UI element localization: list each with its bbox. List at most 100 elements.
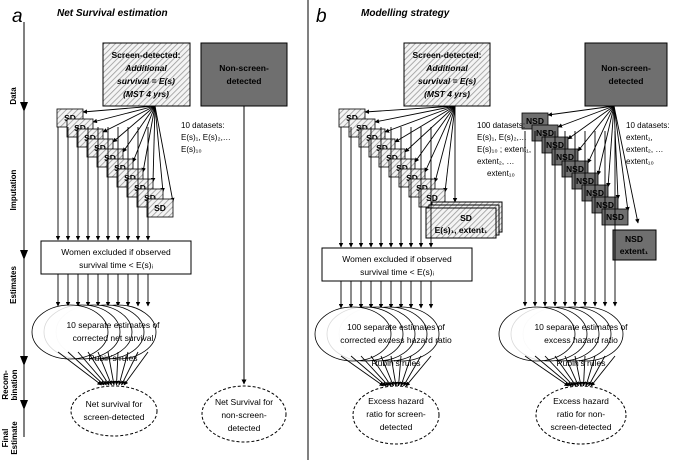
- panel-b-sd-fan-lines: [364, 105, 458, 203]
- panel-b-estimates-sd-2: corrected excess hazard ratio: [340, 335, 452, 345]
- panel-b-final-nsd-line-3: screen-detected: [551, 422, 612, 432]
- panel-b-nsd-fan-5: [587, 105, 615, 164]
- panel-b-datasets-note-nsd: 10 datasets: extent₁, extent₂, … extent₁…: [626, 121, 670, 166]
- panel-b-letter: b: [316, 6, 327, 27]
- panel-b-sd-fan-1: [364, 105, 456, 114]
- panel-b-nsd-estimates-ellipses: [498, 306, 624, 362]
- row-label-recombination-1: Recom-: [1, 370, 10, 400]
- panel-b-nsd-fan-lines: [547, 105, 640, 224]
- row-label-estimates: Estimates: [9, 266, 18, 304]
- panel-a-sd-small-label-4: SD: [94, 143, 106, 153]
- panel-b-sd-rec-arrow-10: [405, 355, 432, 387]
- panel-b-sd-small-label-1: SD: [346, 113, 358, 123]
- panel-b-sd-estimates-ellipses: [314, 306, 440, 362]
- panel-b-sd-estimate-arrows: [338, 281, 434, 309]
- panel-a-sd-small-label-6: SD: [114, 163, 126, 173]
- panel-b-nsd-rec-arrow-1: [524, 355, 569, 387]
- panel-b-sd-fan-7: [424, 105, 456, 173]
- panel-b-sd-ellipse-1: [314, 306, 392, 362]
- panel-a-sd-small-label-5: SD: [104, 153, 116, 163]
- panel-a-final-sd-line-1: Net survival for: [86, 399, 143, 409]
- panel-a-rec-arrow-6: [107, 351, 116, 386]
- panel-b-nsd-rec-arrow-4: [554, 355, 577, 387]
- panel-a-fan-10: [154, 105, 175, 203]
- panel-b-nsd-fan-9: [613, 105, 630, 212]
- panel-a-fan-3: [102, 105, 156, 133]
- panel-b-sd-fan-9: [443, 105, 456, 193]
- panel-a-fan-4: [112, 105, 156, 143]
- panel-b-estimates-nsd-1: 10 separate estimates of: [534, 322, 628, 332]
- panel-b-final-nsd-line-2: ratio for non-: [557, 409, 605, 419]
- panel-a-sd-small-label-2: SD: [74, 123, 86, 133]
- panel-b-sd-fan-5: [404, 105, 456, 153]
- panel-b-estimates-sd-1: 100 separate estimates of: [347, 322, 445, 332]
- panel-b-sd-last-line-2: E(s)₁, extent₁: [435, 225, 488, 235]
- panel-a-final-nsd: Net Survival for non-screen- detected: [201, 385, 287, 443]
- panel-b-nsd-last-line-1: NSD: [625, 234, 643, 244]
- panel-b-nsd-fan-2: [557, 105, 615, 128]
- panel-b-estimates-nsd-2: excess hazard ratio: [544, 335, 618, 345]
- panel-b-sd-fan-6: [414, 105, 456, 163]
- panel-b-nsd-recombination-arrows: [524, 355, 616, 387]
- panel-b-datasets-nsd-2: extent₁,: [626, 133, 653, 142]
- panel-a-nsd-line-1: Non-screen-: [219, 63, 269, 73]
- panel-a-letter: a: [12, 6, 23, 27]
- panel-b-nsd-rec-arrow-3: [544, 355, 574, 387]
- panel-b-nsd-line-2: detected: [609, 76, 644, 86]
- panel-b-exclusion-line-1: Women excluded if observed: [342, 254, 452, 264]
- panel-b: b Modelling strategy Screen-detected: Ad…: [314, 6, 670, 445]
- panel-a-sd-small-label-10: SD: [154, 203, 166, 213]
- panel-a-ellipse-1: [31, 304, 109, 360]
- panel-b-sd-rec-arrow-9: [403, 355, 422, 387]
- panel-b-sd-imputation-arrows: [338, 127, 434, 248]
- panel-b-sd-rec-arrow-4: [370, 355, 392, 387]
- panel-b-sd-recombination-arrows: [340, 355, 432, 387]
- panel-a-rec-arrow-9: [121, 351, 139, 386]
- panel-a-fan-6: [132, 105, 156, 163]
- panel-a-final-nsd-line-2: non-screen-: [221, 410, 267, 420]
- panel-b-sd-small-label-2: SD: [356, 123, 368, 133]
- panel-b-sd-small-label-4: SD: [376, 143, 388, 153]
- panel-b-nsd-imputation-arrows: [522, 131, 618, 307]
- panel-a-sd-small-box-10: [146, 198, 174, 218]
- panel-b-sd-box: Screen-detected: Additional survival = E…: [403, 42, 491, 107]
- panel-b-nsd-rec-arrow-6: [574, 355, 583, 387]
- panel-a-rec-arrow-10: [123, 351, 149, 386]
- panel-b-datasets-nsd-4: extent₁₀: [626, 157, 654, 166]
- panel-b-sd-fan-4: [394, 105, 456, 143]
- panel-b-nsd-rec-arrow-7: [581, 355, 586, 387]
- panel-b-final-sd-line-2: ratio for screen-: [366, 409, 426, 419]
- panel-a-sd-line-1: Screen-detected:: [112, 50, 181, 60]
- panel-b-sd-rec-arrow-6: [390, 355, 398, 387]
- panel-b-nsd-rec-arrow-5: [564, 355, 579, 387]
- panel-b-nsd-rec-arrow-9: [588, 355, 606, 387]
- panel-b-nsd-fan-1: [547, 105, 615, 117]
- panel-b-sd-last-box: SD E(s)₁, extent₁: [425, 201, 503, 239]
- panel-a-datasets-note: 10 datasets: E(s)₁, E(s)₂,… E(s)₁₀: [181, 121, 231, 154]
- panel-b-final-sd: Excess hazard ratio for screen- detected: [352, 385, 440, 445]
- panel-a-sd-line-4: (MST 4 yrs): [123, 89, 169, 99]
- panel-a-exclusion-box: Women excluded if observed survival time…: [40, 240, 192, 275]
- panel-b-rubins-nsd: Rubin’s rules: [557, 358, 606, 368]
- panel-a-final-nsd-line-1: Net Survival for: [215, 397, 273, 407]
- panel-a-sd-small-label-8: SD: [134, 183, 146, 193]
- panel-a-title: Net Survival estimation: [57, 8, 168, 19]
- panel-b-nsd-small-label-1: NSD: [526, 116, 544, 126]
- panel-a-sd-box: Screen-detected: Additional survival = E…: [102, 42, 191, 107]
- panel-b-sd-fan-8: [433, 105, 456, 183]
- panel-b-nsd-ellipse-1: [498, 306, 576, 362]
- panel-b-nsd-fan-8: [613, 105, 621, 200]
- panel-a-rec-arrow-2: [67, 351, 105, 386]
- panel-a-rec-arrow-1: [57, 351, 102, 386]
- panel-b-sd-rec-arrow-7: [396, 355, 402, 387]
- panel-a-final-sd-line-2: screen-detected: [84, 412, 145, 422]
- row-label-imputation: Imputation: [9, 169, 18, 210]
- panel-a-rec-arrow-5: [97, 351, 113, 386]
- row-label-final-1: Final: [1, 429, 10, 448]
- panel-a-sd-small-label-3: SD: [84, 133, 96, 143]
- panel-a-fan-2: [92, 105, 156, 124]
- panel-a-fan-7: [141, 105, 156, 173]
- panel-a-estimates-ellipses: [31, 304, 157, 360]
- panel-a-exclusion-line-2: survival time < E(s)ᵢ: [79, 260, 153, 270]
